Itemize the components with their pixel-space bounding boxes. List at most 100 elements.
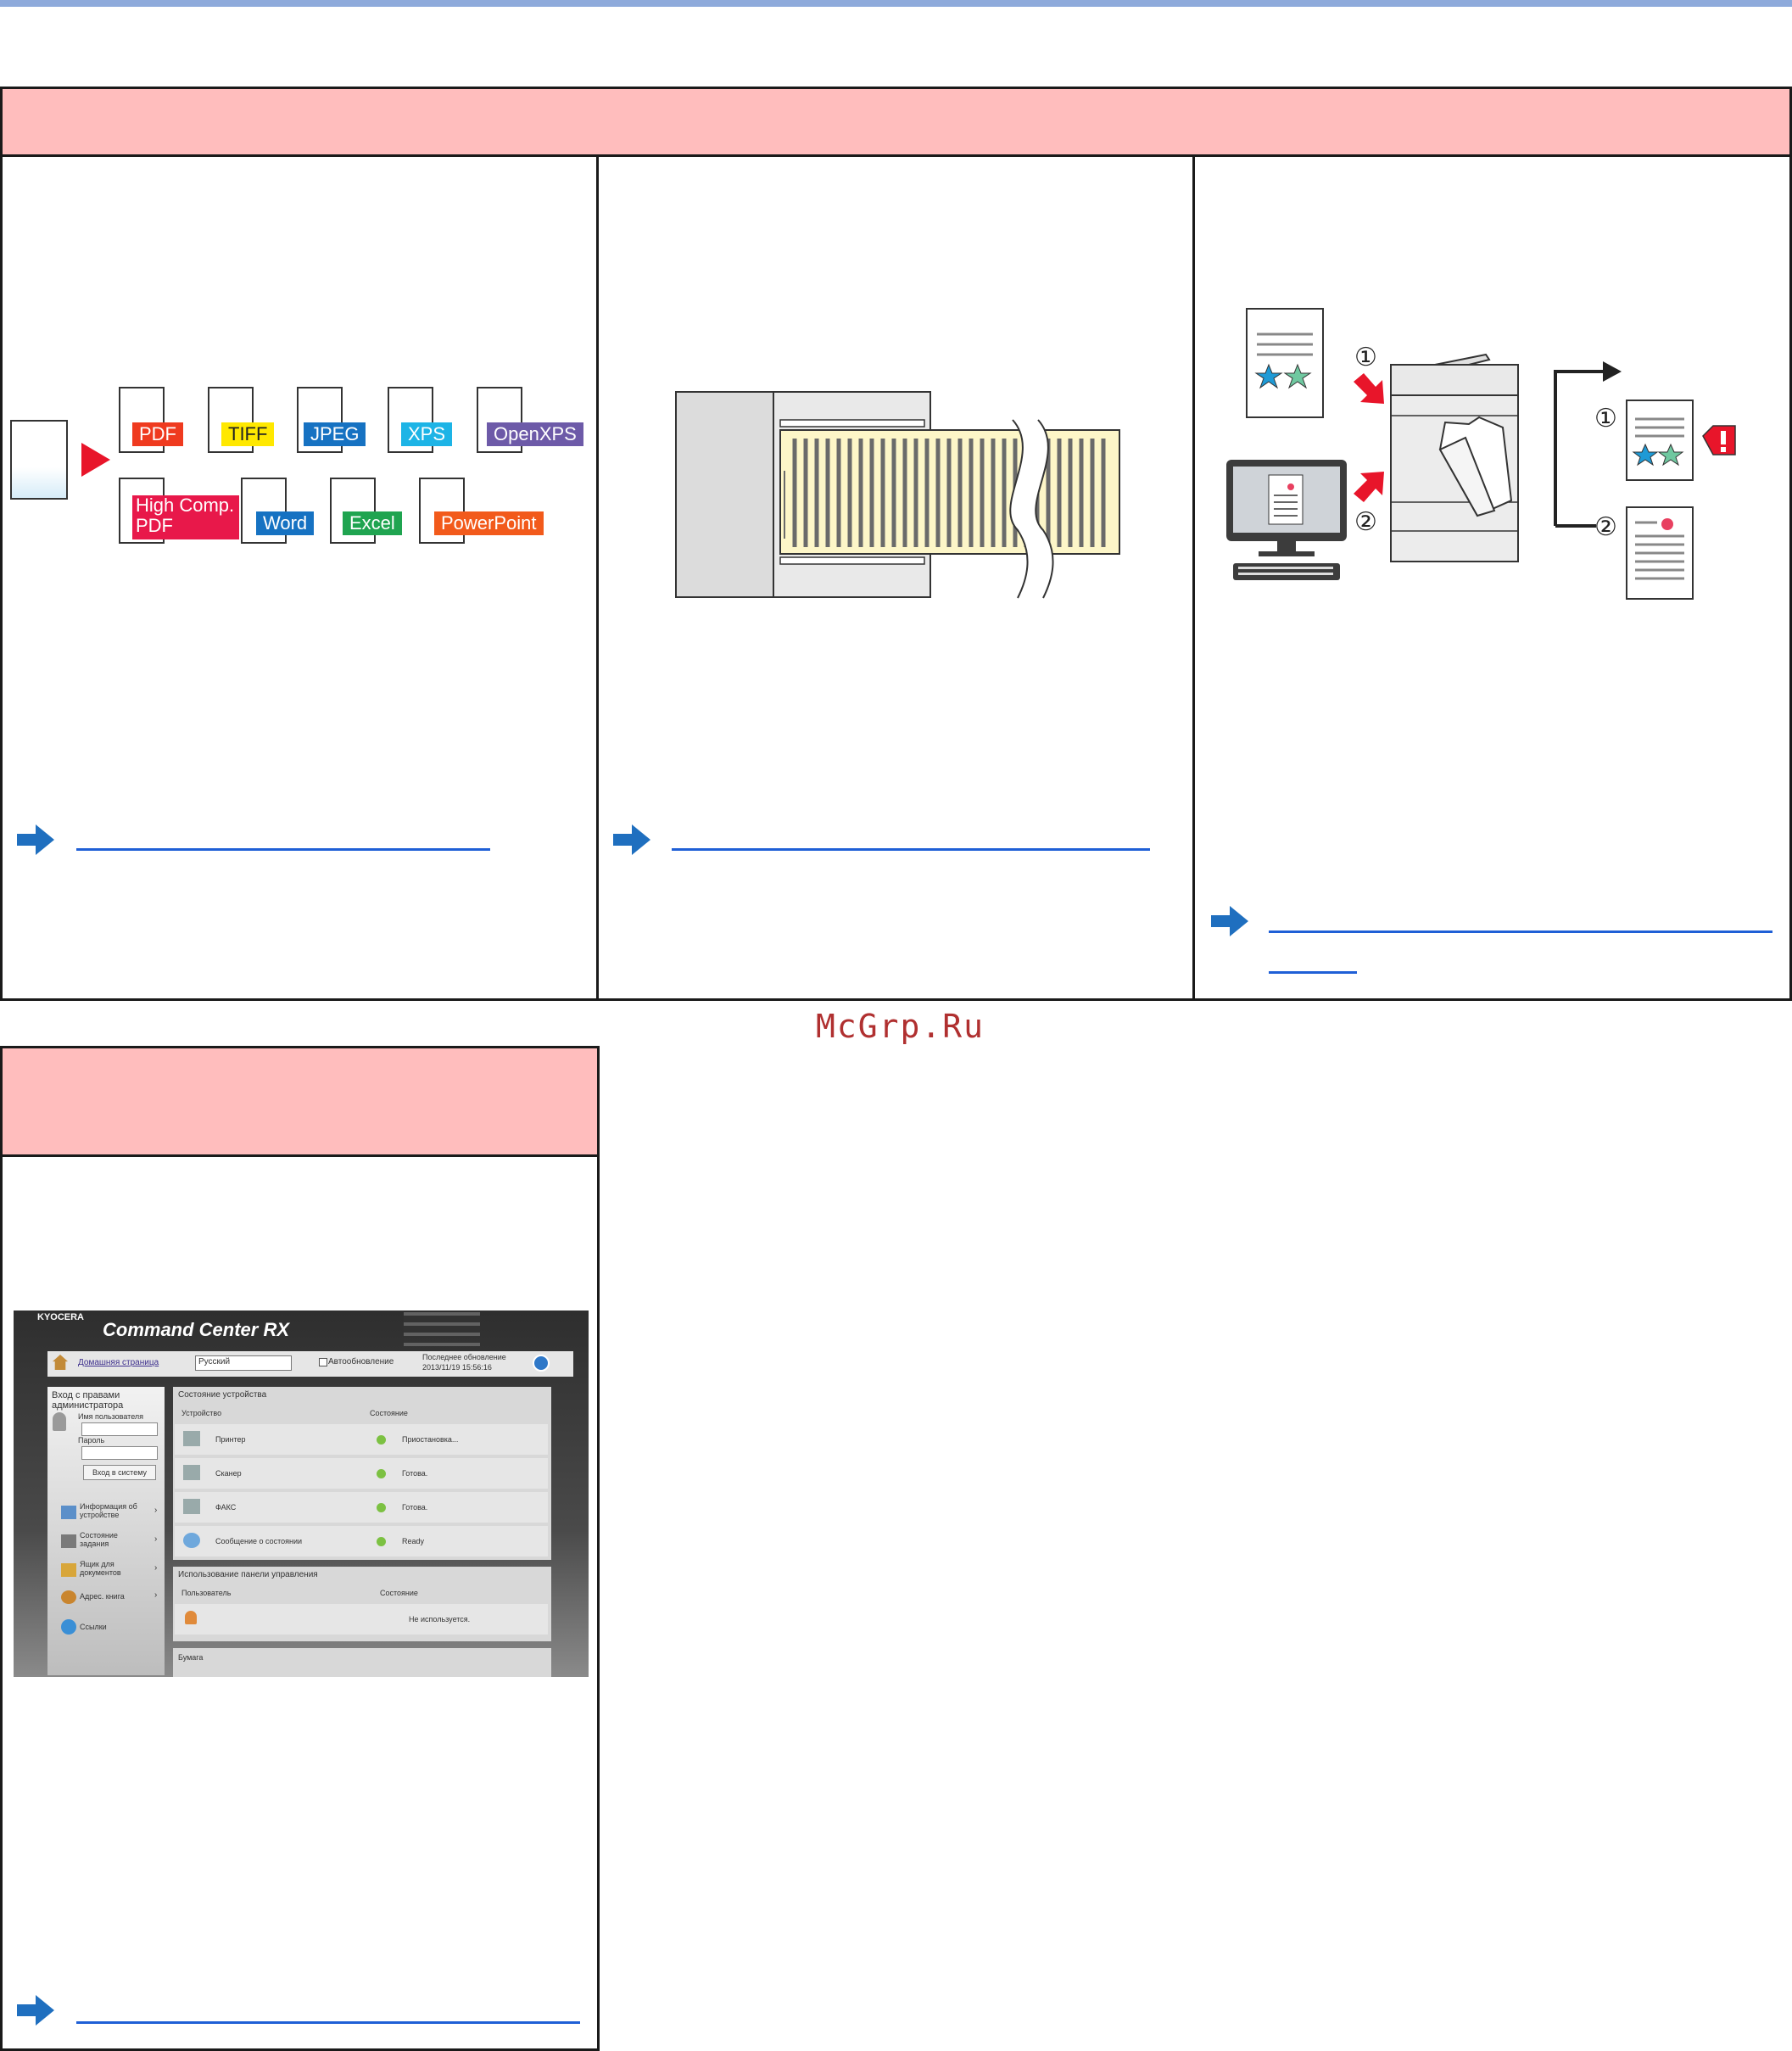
login-button[interactable]: Вход в систему xyxy=(83,1465,156,1480)
auto-refresh-label: Автообновление xyxy=(328,1357,394,1366)
computer-icon xyxy=(1226,460,1347,580)
password-label: Пароль xyxy=(78,1436,105,1445)
reference-link[interactable] xyxy=(76,2021,580,2024)
column-header-status: Состояние xyxy=(370,1409,408,1417)
username-input[interactable] xyxy=(81,1422,158,1436)
device-name: ФАКС xyxy=(215,1503,237,1512)
column-divider xyxy=(1192,157,1195,998)
status-indicator-icon xyxy=(377,1503,386,1512)
step-one-marker: ① xyxy=(1354,343,1377,372)
printer-icon xyxy=(183,1431,200,1446)
output-document-text-icon xyxy=(1626,506,1694,600)
status-indicator-icon xyxy=(377,1537,386,1546)
tiff-format-label: TIFF xyxy=(221,422,275,446)
top-rule xyxy=(0,0,1792,7)
convert-arrow-icon xyxy=(81,443,110,477)
chevron-right-icon: › xyxy=(154,1506,158,1515)
source-document-icon xyxy=(10,420,68,500)
panel-usage-title: Использование панели управления xyxy=(178,1570,318,1579)
paper-panel-title: Бумага xyxy=(178,1653,204,1662)
user-avatar-icon xyxy=(53,1412,66,1431)
device-status: Готова. xyxy=(402,1469,428,1478)
reference-arrow-icon xyxy=(613,824,650,855)
sidebar-item-label: задания xyxy=(80,1540,109,1548)
refresh-icon[interactable] xyxy=(533,1355,550,1372)
panel-usage-row xyxy=(175,1604,548,1635)
device-status: Ready xyxy=(402,1537,425,1545)
excel-format-label: Excel xyxy=(343,511,402,535)
document-box-icon xyxy=(61,1563,76,1577)
app-title: Command Center RX xyxy=(103,1319,290,1340)
output-routing-lines xyxy=(1554,361,1622,528)
openxps-format-label: OpenXPS xyxy=(487,422,583,446)
device-row-scanner[interactable] xyxy=(175,1458,548,1489)
high-comp-label-line1: High Comp. xyxy=(136,495,235,516)
output-one-marker: ① xyxy=(1594,404,1617,433)
reference-arrow-icon xyxy=(1211,906,1248,936)
device-row-fax[interactable] xyxy=(175,1492,548,1523)
sidebar-item-label: Адрес. книга xyxy=(80,1592,125,1601)
column-divider xyxy=(596,157,599,998)
kyocera-logo: KYOCERA xyxy=(37,1312,85,1322)
device-name: Сканер xyxy=(215,1469,242,1478)
feature-table-bottom xyxy=(0,1046,600,2051)
watermark: McGrp.Ru xyxy=(816,1008,985,1045)
reference-link[interactable] xyxy=(1269,930,1772,933)
chevron-right-icon: › xyxy=(154,1563,158,1573)
device-row-printer[interactable] xyxy=(175,1424,548,1455)
reference-link[interactable] xyxy=(672,848,1150,851)
powerpoint-format-label: PowerPoint xyxy=(434,511,544,535)
high-comp-label-line2: PDF xyxy=(136,515,173,536)
job-status-icon xyxy=(61,1534,76,1548)
username-label: Имя пользователя xyxy=(78,1412,144,1421)
paper-panel xyxy=(173,1648,551,1677)
password-input[interactable] xyxy=(81,1446,158,1460)
last-update-value: 2013/11/19 15:56:16 xyxy=(422,1363,492,1372)
header-info-blur xyxy=(404,1312,480,1346)
device-row-status-message[interactable] xyxy=(175,1526,548,1556)
pdf-format-label: PDF xyxy=(132,422,183,446)
chevron-right-icon: › xyxy=(154,1590,158,1600)
sidebar-item-label: устройстве xyxy=(80,1511,120,1519)
scanner-icon xyxy=(183,1465,200,1480)
auto-refresh-checkbox[interactable] xyxy=(319,1358,327,1366)
high-comp-pdf-format-label: High Comp. PDF xyxy=(132,495,240,539)
sidebar-item-label: Ящик для xyxy=(80,1560,114,1568)
panel-usage-state: Не используется. xyxy=(409,1615,471,1623)
device-status: Готова. xyxy=(402,1503,428,1512)
jpeg-format-label: JPEG xyxy=(304,422,366,446)
mfp-device-icon xyxy=(1390,353,1519,562)
user-icon xyxy=(185,1611,197,1624)
login-title-line1: Вход с правами xyxy=(52,1390,120,1400)
reference-link[interactable] xyxy=(76,848,490,851)
output-two-marker: ② xyxy=(1594,512,1617,542)
links-globe-icon xyxy=(61,1619,76,1635)
toolbar xyxy=(47,1351,573,1377)
sidebar-item-label: Состояние xyxy=(80,1531,118,1540)
home-icon[interactable] xyxy=(53,1355,68,1370)
language-select[interactable] xyxy=(195,1355,292,1371)
sidebar-item-label: Информация об xyxy=(80,1502,137,1511)
xps-format-label: XPS xyxy=(401,422,453,446)
feature-table-header xyxy=(3,89,1789,157)
device-name: Принтер xyxy=(215,1435,246,1444)
message-bubble-icon xyxy=(183,1533,200,1548)
address-book-icon xyxy=(61,1590,76,1604)
device-status-title: Состояние устройства xyxy=(178,1390,267,1400)
output-document-stars-icon xyxy=(1626,400,1736,481)
fax-icon xyxy=(183,1499,200,1514)
device-status: Приостановка... xyxy=(402,1435,459,1444)
home-link[interactable]: Домашняя страница xyxy=(78,1358,159,1367)
column-header-user: Пользователь xyxy=(181,1589,232,1597)
word-format-label: Word xyxy=(256,511,315,535)
feature-table-top xyxy=(0,87,1792,1001)
reference-link-continued[interactable] xyxy=(1269,971,1357,974)
device-name: Сообщение о состоянии xyxy=(215,1537,303,1545)
reference-arrow-icon xyxy=(17,824,54,855)
column-header-device: Устройство xyxy=(181,1409,222,1417)
sidebar-item-label: документов xyxy=(80,1568,121,1577)
device-info-icon xyxy=(61,1506,76,1519)
login-title-line2: администратора xyxy=(52,1400,124,1411)
original-document-icon xyxy=(1246,308,1324,418)
last-update-label: Последнее обновление xyxy=(422,1353,506,1361)
